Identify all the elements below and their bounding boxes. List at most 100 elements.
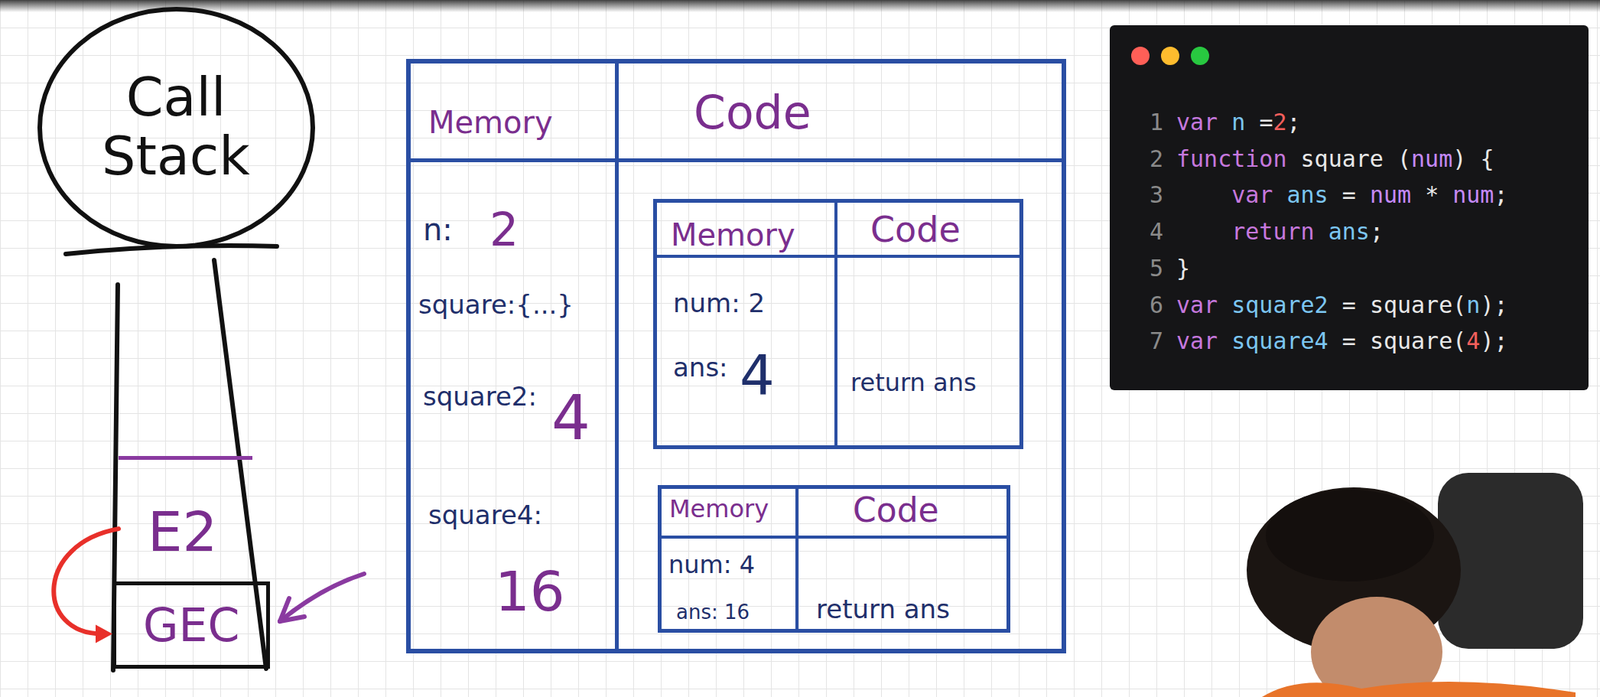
code-token: var (1231, 181, 1273, 209)
code-token: ; (1369, 217, 1384, 245)
arrow-head (95, 624, 113, 643)
column-heading: Code (852, 493, 940, 527)
code-token: ) (1452, 145, 1467, 173)
variable-name: ans: (673, 354, 729, 381)
variable-value: 4 (739, 347, 775, 403)
code-token: square (1369, 327, 1453, 355)
code-token: } (1176, 254, 1191, 282)
code-token (1411, 181, 1425, 209)
window-button (1190, 46, 1210, 66)
column-heading: Memory (669, 496, 769, 521)
line-number: 4 (1149, 220, 1164, 244)
code-token: 2 (1272, 108, 1287, 136)
code-token: num (1369, 181, 1412, 209)
frame-label: GEC (143, 601, 240, 648)
code-token (1245, 108, 1259, 136)
code-token: square2 (1231, 291, 1328, 319)
divider-line (656, 254, 1020, 258)
code-token: ) (1479, 291, 1494, 319)
code-token (1287, 145, 1301, 173)
code-token: square (1300, 145, 1384, 173)
code-token (1328, 327, 1343, 355)
flow-arrow-line (53, 528, 119, 634)
code-line: var ans = num * num; (1176, 183, 1509, 207)
window-button (1160, 46, 1180, 66)
code-line: var n =2; (1176, 110, 1301, 134)
code-step: return ans (816, 595, 950, 622)
code-token: = (1258, 108, 1273, 136)
line-number: 7 (1149, 329, 1164, 353)
code-token: ( (1452, 327, 1467, 355)
presenter-figure (1246, 472, 1584, 697)
variable-entry: ans: 16 (676, 601, 750, 622)
line-number: 3 (1149, 183, 1164, 207)
code-step: return ans (850, 370, 977, 395)
column-heading: Code (693, 89, 812, 136)
code-line: function square (num) { (1176, 147, 1494, 171)
code-token: = (1342, 181, 1357, 209)
code-token (1438, 181, 1453, 209)
column-heading: Code (870, 211, 961, 248)
code-token: num (1452, 181, 1494, 209)
code-token: ; (1493, 181, 1508, 209)
window-button (1131, 46, 1150, 66)
code-token (1383, 145, 1398, 173)
variable-value: 16 (494, 563, 566, 619)
variable-value: 2 (489, 206, 519, 253)
code-editor: 1 var n =2;2 function square (num) { 3 var … (1109, 25, 1589, 391)
code-token (1356, 181, 1370, 209)
variable-entry: num: 2 (673, 289, 765, 316)
code-token: * (1424, 181, 1439, 209)
code-line: return ans; (1176, 220, 1384, 244)
divider-line (834, 202, 838, 446)
code-token: ; (1287, 108, 1301, 136)
code-token: = (1342, 291, 1357, 319)
divider-line (795, 488, 799, 629)
line-number: 6 (1149, 293, 1164, 317)
variable-name: square2: (422, 383, 537, 410)
code-token: num (1411, 145, 1453, 173)
code-token (1272, 181, 1287, 209)
stack-frame: GEC (112, 581, 270, 669)
code-line: var square2 = square(n); (1176, 293, 1509, 317)
variable-name: square4: (428, 501, 543, 528)
code-token (1328, 291, 1343, 319)
circle-outline-shape (39, 9, 313, 247)
code-token (1217, 291, 1232, 319)
video-top-bar (0, 0, 1600, 13)
code-token (1356, 291, 1370, 319)
code-token: ans (1287, 181, 1329, 209)
code-token: square (1369, 291, 1453, 319)
variable-name: n: (422, 214, 453, 245)
code-line: var square4 = square(4); (1176, 329, 1509, 353)
code-line: } (1176, 256, 1191, 280)
code-token: ( (1397, 145, 1412, 173)
code-token (1217, 327, 1232, 355)
variable-value: 4 (551, 387, 591, 449)
code-token: ) (1479, 327, 1494, 355)
code-token: ; (1493, 327, 1508, 355)
code-token: n (1231, 108, 1246, 136)
execution-context: MemoryCoden:2square:{...}square2:4square… (406, 58, 1067, 654)
code-token (1328, 181, 1343, 209)
code-token: return (1231, 217, 1314, 245)
code-token: ans (1328, 217, 1370, 245)
code-token: 4 (1466, 327, 1480, 355)
stack-frame: E2 (118, 455, 253, 582)
pointer-arrow (279, 573, 365, 622)
code-token: n (1466, 291, 1480, 319)
variable-name: square:{...} (418, 291, 574, 318)
heading-text: Call Stack (76, 68, 276, 186)
line-number: 1 (1149, 110, 1164, 134)
code-token: var (1176, 291, 1218, 319)
line-number: 5 (1149, 256, 1164, 280)
code-token: ; (1493, 291, 1508, 319)
variable-entry: num: 4 (668, 552, 755, 577)
function-context: MemoryCodenum: 2ans:4return ans (653, 198, 1024, 449)
code-token: ( (1452, 291, 1467, 319)
code-token (1466, 145, 1480, 173)
column-heading: Memory (428, 107, 553, 138)
code-token (1176, 181, 1232, 209)
code-token: var (1176, 108, 1218, 136)
code-token (1217, 108, 1232, 136)
